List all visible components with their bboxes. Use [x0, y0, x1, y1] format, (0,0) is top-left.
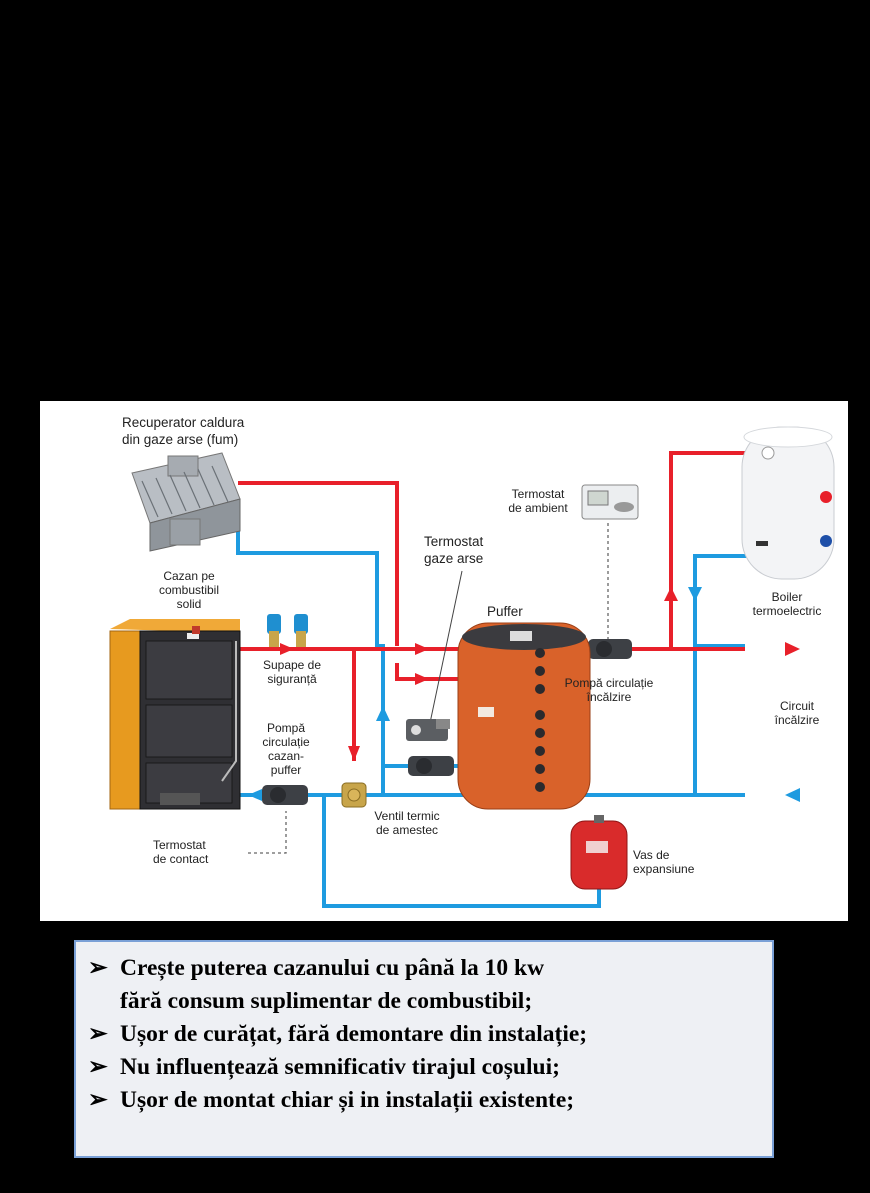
arrow-bullet-icon: ➢	[88, 955, 108, 981]
feature-item: ➢ Ușor de curățat, fără demontare din in…	[88, 1018, 772, 1051]
arrow-circuit-in	[785, 788, 800, 802]
ambient-thermostat-image	[581, 484, 639, 520]
feature-item: ➢ Ușor de montat chiar și in instalații …	[88, 1084, 772, 1117]
arrow-circuit-out	[785, 642, 800, 656]
puffer-tank-image	[457, 622, 591, 810]
arrow-red-3	[415, 673, 429, 685]
boiler-return-pipe	[588, 551, 750, 797]
pump-heating	[588, 639, 632, 659]
flow-arrows	[248, 587, 800, 802]
features-list: ➢ Crește puterea cazanului cu până la 10…	[76, 942, 772, 1117]
arrow-blue-up	[376, 706, 390, 721]
recuperator-return-pipe	[236, 499, 385, 793]
arrow-red-up	[664, 587, 678, 601]
control-lines	[248, 523, 609, 854]
arrow-red-down	[348, 746, 360, 761]
arrow-blue-down	[688, 587, 702, 601]
recuperator-feed-pipe	[395, 663, 460, 681]
electric-boiler-image	[741, 426, 835, 580]
diagram-drawing	[109, 426, 835, 908]
expansion-vessel-image	[570, 815, 628, 890]
flue-thermostat-pointer	[429, 570, 463, 724]
feature-item: ➢ Crește puterea cazanului cu până la 10…	[88, 952, 772, 1018]
boiler-flow-pipe	[669, 451, 750, 649]
feature-item: ➢ Nu influențează semnificativ tirajul c…	[88, 1051, 772, 1084]
arrow-red-2	[415, 643, 429, 655]
mixing-valve-image	[341, 782, 367, 808]
pump-bypass	[408, 756, 454, 776]
arrow-bullet-icon: ➢	[88, 1021, 108, 1047]
safety-valves-image	[267, 614, 308, 647]
label-puffer: Puffer	[487, 604, 523, 619]
flue-gas-thermostat-image	[406, 719, 450, 741]
contact-thermostat-wire	[248, 811, 287, 854]
solid-fuel-boiler-image	[109, 619, 241, 810]
pump-boiler-puffer	[262, 785, 308, 805]
recuperator-flow-pipe	[238, 481, 399, 646]
arrow-bullet-icon: ➢	[88, 1054, 108, 1080]
features-panel: ➢ Crește puterea cazanului cu până la 10…	[74, 940, 774, 1158]
recuperator-image	[131, 452, 241, 552]
arrow-bullet-icon: ➢	[88, 1087, 108, 1113]
arrow-red-1	[280, 643, 294, 655]
expansion-pipe	[322, 795, 601, 908]
arrow-blue-left	[248, 789, 262, 801]
